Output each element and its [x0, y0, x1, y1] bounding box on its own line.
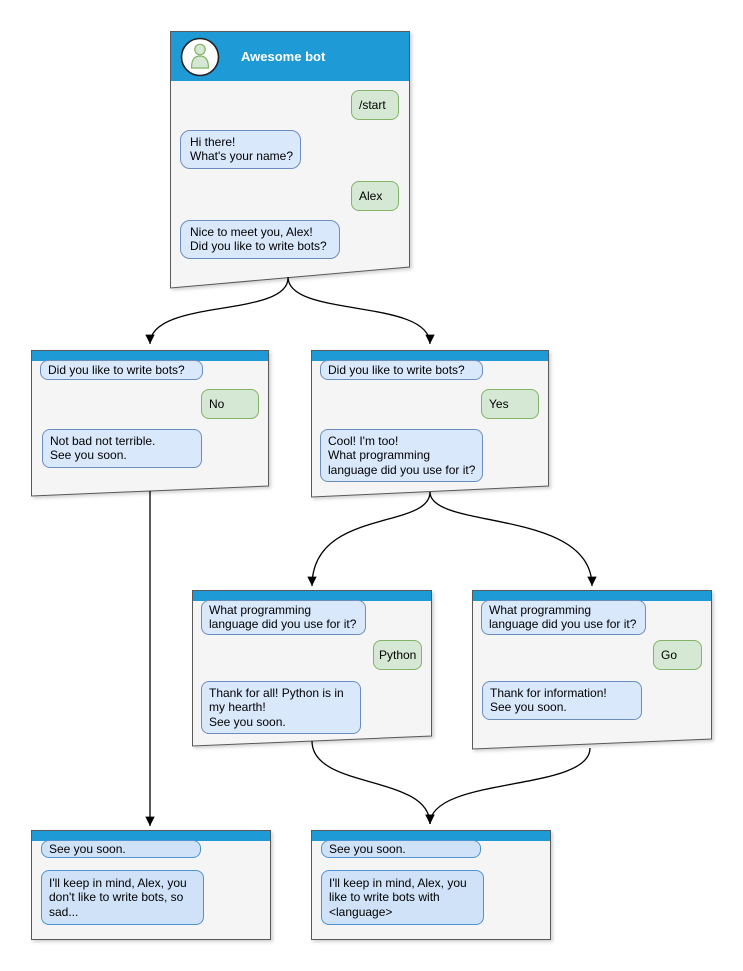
bot-message-bubble: Did you like to write bots? — [320, 360, 483, 381]
bot-message-bubble: See you soon. — [41, 840, 201, 859]
user-message-bubble: Yes — [481, 389, 539, 420]
arrow-go-to-end-yes — [425, 747, 591, 825]
window-header-bar — [32, 351, 268, 361]
bot-title: Awesome bot — [241, 49, 326, 64]
user-message-bubble: Go — [653, 640, 702, 671]
arrow-main-to-branch-yes — [287, 276, 435, 345]
arrow-main-to-branch-no — [145, 277, 289, 345]
window-header-bar — [32, 831, 270, 841]
bot-message-bubble: Not bad not terrible. See you soon. — [42, 429, 202, 468]
bot-message-bubble: I'll keep in mind, Alex, you like to wri… — [321, 870, 484, 926]
chat-window-branch-no: Did you like to write bots? No Not bad n… — [31, 350, 269, 496]
arrow-python-to-end-yes — [311, 740, 435, 825]
chat-window-header: Awesome bot — [171, 32, 409, 81]
bot-message-bubble: Cool! I'm too! What programming language… — [320, 429, 483, 483]
bot-message-bubble: See you soon. — [321, 840, 481, 859]
window-header-bar — [312, 831, 550, 841]
chat-window-branch-go: What programming language did you use fo… — [472, 590, 712, 749]
bot-avatar — [180, 37, 220, 76]
bot-message-bubble: I'll keep in mind, Alex, you don't like … — [41, 870, 204, 926]
arrow-branch-yes-to-python — [307, 491, 431, 587]
window-header-bar — [473, 591, 711, 601]
window-header-bar — [193, 591, 431, 601]
chat-window-main: Awesome bot /start Hi there! What's your… — [170, 31, 410, 288]
chat-window-end-yes: See you soon. I'll keep in mind, Alex, y… — [311, 830, 551, 940]
bot-message-bubble: Hi there! What's your name? — [180, 130, 301, 169]
chat-window-branch-yes: Did you like to write bots? Yes Cool! I'… — [311, 350, 549, 497]
chat-window-end-no: See you soon. I'll keep in mind, Alex, y… — [31, 830, 271, 940]
user-message-bubble: No — [201, 389, 259, 420]
window-header-bar — [312, 351, 548, 361]
arrow-branch-yes-to-go — [429, 491, 597, 587]
bot-message-bubble: Did you like to write bots? — [40, 360, 203, 381]
user-message-bubble: Python — [373, 640, 422, 671]
bot-message-bubble: Thank for information! See you soon. — [482, 681, 642, 720]
bot-message-bubble: What programming language did you use fo… — [481, 600, 646, 635]
user-message-bubble: /start — [351, 90, 399, 121]
bot-message-bubble: Thank for all! Python is in my hearth! S… — [201, 681, 361, 735]
user-message-bubble: Alex — [351, 181, 399, 212]
bot-message-bubble: What programming language did you use fo… — [201, 600, 366, 635]
person-icon — [190, 43, 210, 69]
bot-message-bubble: Nice to meet you, Alex! Did you like to … — [180, 220, 340, 259]
chat-window-branch-python: What programming language did you use fo… — [192, 590, 432, 746]
